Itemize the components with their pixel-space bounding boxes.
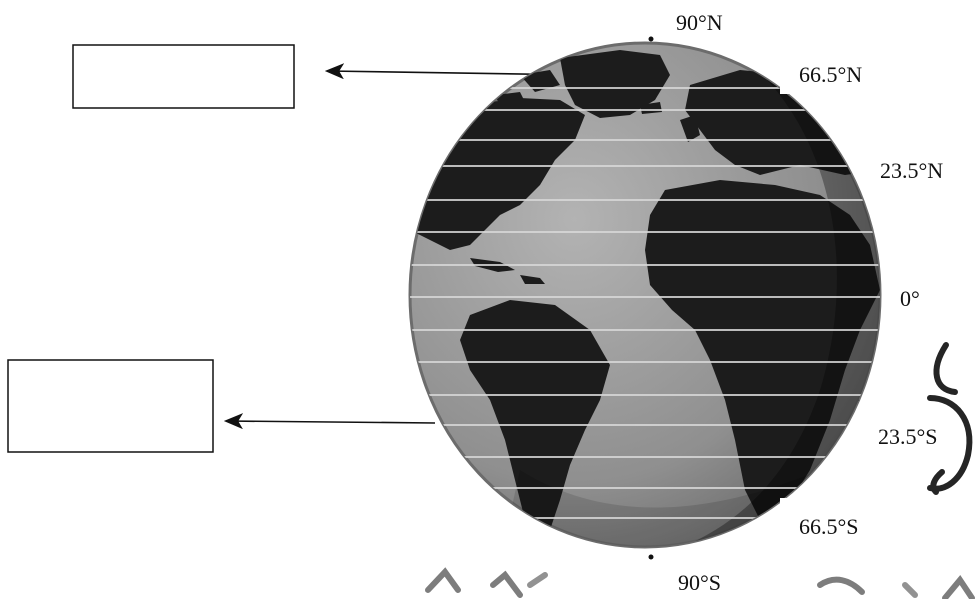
arctic-islands <box>495 70 560 106</box>
answer-box-top[interactable] <box>72 44 295 109</box>
madagascar <box>858 395 872 450</box>
label-0: 0° <box>900 286 920 311</box>
label-90n: 90°N <box>676 10 723 35</box>
answer-box-bottom[interactable] <box>7 359 214 453</box>
label-66-5s: 66.5°S <box>799 514 859 539</box>
arrow-bottom <box>223 413 436 430</box>
british-isles <box>640 102 700 142</box>
label-90s: 90°S <box>678 570 721 595</box>
label-23-5n: 23.5°N <box>880 158 943 183</box>
label-66-5n: 66.5°N <box>799 62 862 87</box>
watermark <box>425 342 975 599</box>
greenland-landmass <box>560 50 670 118</box>
night-shadow <box>640 43 880 547</box>
north-pole-dot <box>648 36 654 42</box>
globe <box>408 41 882 549</box>
south-pole-dot <box>648 554 654 560</box>
label-23-5s: 23.5°S <box>878 424 938 449</box>
